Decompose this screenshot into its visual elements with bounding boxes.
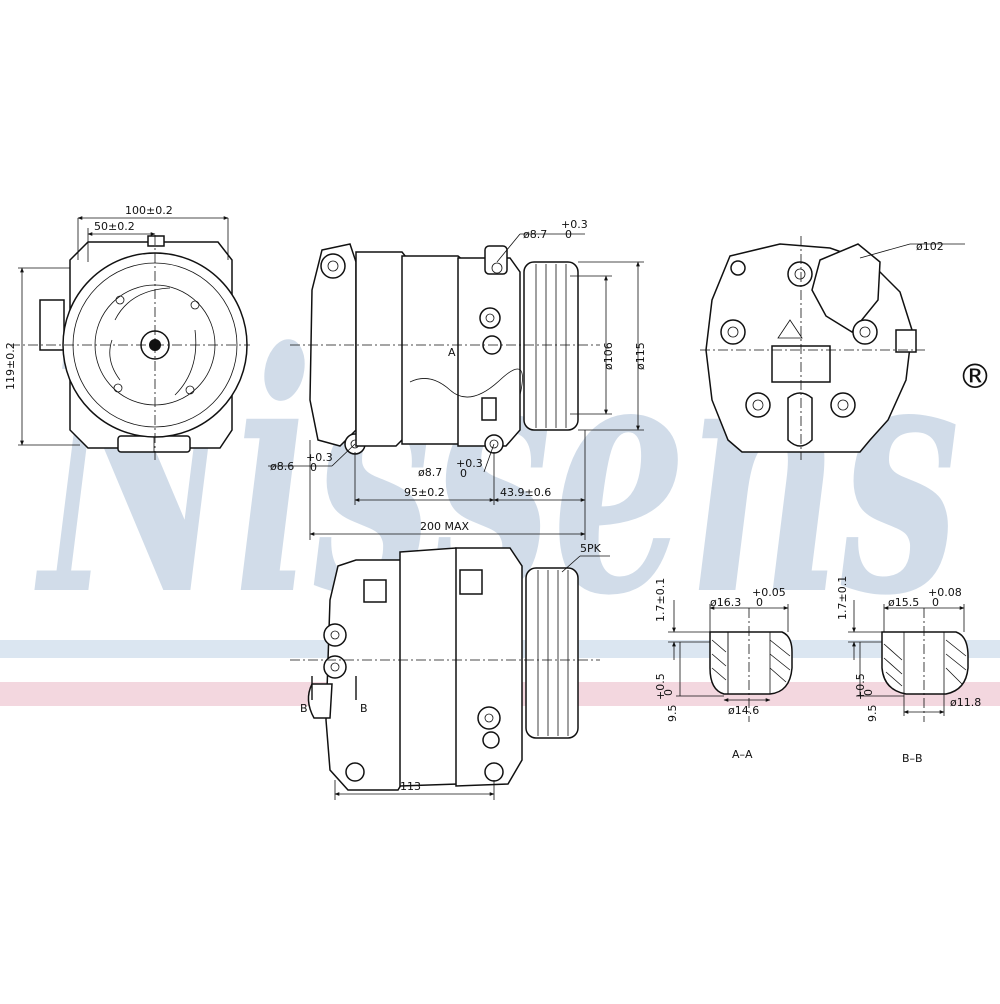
dim-aa-top-dia: ø16.3 bbox=[710, 596, 741, 609]
dim-bb-bottom-dia: ø11.8 bbox=[950, 696, 981, 709]
dim-bb-top-dia: ø15.5 bbox=[888, 596, 919, 609]
dim-aa-top-tol-low: 0 bbox=[756, 596, 763, 609]
dim-pulley-big: ø115 bbox=[634, 342, 647, 370]
dim-bb-height-tol-low: 0 bbox=[862, 689, 875, 696]
dim-bb-height-tol: +0.5 bbox=[854, 673, 867, 700]
dim-hole-top-tol: +0.3 bbox=[561, 218, 588, 231]
dim-hole-top-tol-low: 0 bbox=[565, 228, 572, 241]
dim-rear-dia: ø102 bbox=[916, 240, 944, 253]
dim-overall-length: 200 MAX bbox=[420, 520, 470, 533]
section-mark-a-top: A bbox=[448, 346, 456, 359]
dim-bb-top-tol: +0.08 bbox=[928, 586, 962, 599]
side-view bbox=[268, 233, 644, 540]
dim-hole-left-tol-low: 0 bbox=[310, 461, 317, 474]
dim-aa-top-tol: +0.05 bbox=[752, 586, 786, 599]
section-bb bbox=[848, 600, 969, 722]
dim-bb-height: 9.5 bbox=[866, 705, 879, 723]
front-view bbox=[10, 216, 250, 460]
top-view bbox=[290, 547, 610, 800]
watermark-registered-mark: ® bbox=[958, 357, 992, 397]
dim-spacing-a: 95±0.2 bbox=[404, 486, 445, 499]
section-aa bbox=[668, 600, 793, 722]
dim-belt-type: 5PK bbox=[580, 542, 602, 555]
pulley bbox=[523, 261, 579, 431]
dim-hole-left: ø8.6 bbox=[270, 460, 294, 473]
dim-port-spacing: 113 bbox=[400, 780, 421, 793]
dim-spacing-b: 43.9±0.6 bbox=[500, 486, 551, 499]
dim-bb-top-tol-low: 0 bbox=[932, 596, 939, 609]
dim-front-half-width: 50±0.2 bbox=[94, 220, 135, 233]
dim-front-height: 119±0.2 bbox=[4, 342, 17, 390]
dim-hole-top: ø8.7 bbox=[523, 228, 547, 241]
dim-hole-bottom-tol-low: 0 bbox=[460, 467, 467, 480]
dim-front-width: 100±0.2 bbox=[125, 204, 173, 217]
pulley-top bbox=[525, 567, 579, 739]
section-aa-title: A–A bbox=[732, 748, 753, 761]
section-mark-b-left: B bbox=[300, 702, 308, 715]
dim-hole-left-tol: +0.3 bbox=[306, 451, 333, 464]
dim-aa-bottom-dia: ø14.6 bbox=[728, 704, 759, 717]
section-mark-b-right: B bbox=[360, 702, 368, 715]
dim-aa-depth: 1.7±0.1 bbox=[654, 578, 667, 622]
dim-aa-height-tol-low: 0 bbox=[662, 689, 675, 696]
dim-hole-bottom-tol: +0.3 bbox=[456, 457, 483, 470]
dim-aa-height: 9.5 bbox=[666, 705, 679, 723]
dim-bb-depth: 1.7±0.1 bbox=[836, 576, 849, 620]
rear-view bbox=[700, 236, 965, 460]
section-bb-title: B–B bbox=[902, 752, 923, 765]
dim-aa-height-tol: +0.5 bbox=[654, 673, 667, 700]
dim-pulley-small: ø106 bbox=[602, 342, 615, 370]
dim-hole-bottom: ø8.7 bbox=[418, 466, 442, 479]
